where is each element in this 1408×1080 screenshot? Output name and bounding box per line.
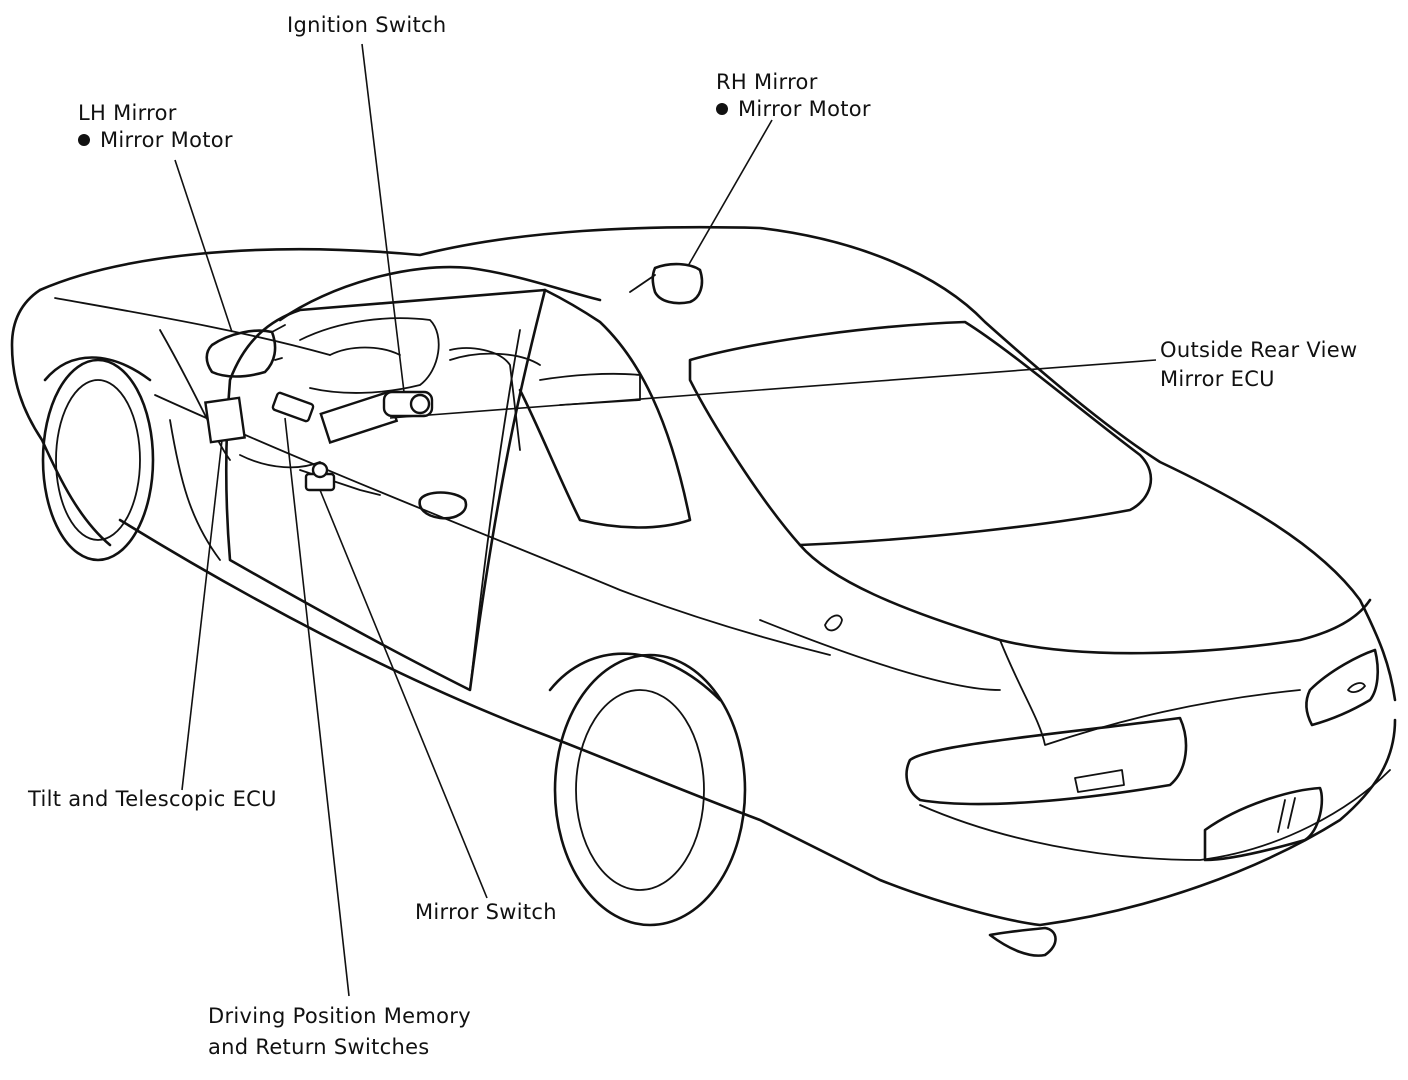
label-mirror-switch: Mirror Switch (415, 899, 557, 926)
leader-ignition-switch (361, 43, 405, 393)
outside-ecu-line2: Mirror ECU (1160, 367, 1275, 391)
trunk-lid (798, 543, 1372, 655)
door-handle (418, 491, 468, 520)
right-tail-light (1305, 648, 1380, 727)
tail-light-lens-left (1074, 769, 1125, 793)
rh-mirror-motor-item: Mirror Motor (716, 96, 871, 123)
car-side-crease (154, 394, 1001, 691)
rear-quarter-line (999, 639, 1301, 746)
left-tail-light (905, 716, 1188, 806)
mirror-switch-part (304, 461, 336, 492)
memory-line2: and Return Switches (208, 1035, 430, 1059)
exhaust-pipe (988, 926, 1057, 957)
lh-mirror-motor-text: Mirror Motor (100, 128, 233, 152)
dashboard (299, 317, 440, 394)
tail-light-lens-right (1347, 682, 1366, 693)
car-front-outline (10, 288, 112, 547)
rear-bumper (919, 769, 1391, 861)
label-tilt-telescopic-ecu: Tilt and Telescopic ECU (28, 786, 277, 813)
rh-mirror-motor-text: Mirror Motor (738, 97, 871, 121)
steering-column (329, 346, 541, 366)
trunk-badge (824, 614, 843, 632)
car-door-outline (224, 288, 547, 692)
seat (449, 347, 641, 451)
tilt-ecu-text: Tilt and Telescopic ECU (28, 787, 277, 811)
bullet-icon (716, 103, 728, 115)
leader-outside-ecu (389, 359, 1157, 419)
car-hood-line (54, 297, 331, 461)
leader-memory-switch (284, 417, 350, 997)
tilt-telescopic-ecu-part (204, 396, 246, 444)
leader-rh-mirror (687, 119, 773, 267)
rh-mirror-base (629, 274, 656, 293)
leader-lh-mirror (174, 159, 233, 333)
ignition-switch-text: Ignition Switch (287, 13, 447, 37)
license-plate-recess (1203, 786, 1324, 862)
label-lh-mirror: LH Mirror Mirror Motor (78, 100, 233, 154)
label-outside-rear-view-mirror-ecu: Outside Rear View Mirror ECU (1160, 336, 1357, 394)
car-lower-body (118, 518, 1397, 927)
memory-line1: Driving Position Memory (208, 1004, 471, 1028)
car-roof-outline (38, 225, 1397, 702)
bullet-icon (78, 134, 90, 146)
car-body-drawing (10, 225, 1397, 957)
rear-wheel (548, 652, 747, 927)
side-window (518, 288, 692, 529)
label-ignition-switch: Ignition Switch (287, 12, 447, 39)
lh-mirror-text: LH Mirror (78, 101, 177, 125)
leader-lines (174, 43, 1157, 997)
windshield (278, 265, 602, 322)
rear-window (688, 320, 1153, 547)
car-door-bottom (169, 329, 521, 691)
memory-switch-part (271, 391, 315, 423)
mirror-switch-text: Mirror Switch (415, 900, 557, 924)
outside-ecu-line1: Outside Rear View (1160, 338, 1358, 362)
label-rh-mirror: RH Mirror Mirror Motor (716, 69, 871, 123)
leader-tilt-ecu (181, 439, 223, 791)
ignition-switch-part (382, 390, 434, 418)
rh-mirror-text: RH Mirror (716, 70, 818, 94)
front-wheel (41, 356, 155, 562)
label-driving-position-memory: Driving Position Memory and Return Switc… (208, 1001, 471, 1063)
lh-mirror-motor-item: Mirror Motor (78, 127, 233, 154)
plate-mark (1277, 797, 1296, 833)
lh-mirror (205, 329, 277, 378)
lh-mirror-base (271, 324, 286, 361)
rh-mirror (651, 262, 704, 305)
leader-mirror-switch (319, 489, 488, 899)
